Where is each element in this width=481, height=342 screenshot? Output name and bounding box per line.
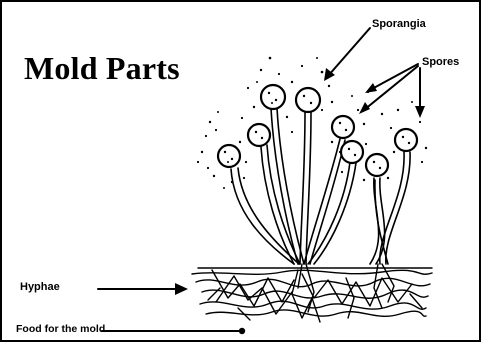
food-marker [239,328,245,334]
label-spores: Spores [422,56,459,68]
hyphae-network [192,264,432,322]
label-sporangia: Sporangia [372,18,426,30]
sporangia-arrow [328,28,370,76]
sporangia-heads [218,85,417,176]
diagram-title: Mold Parts [24,50,180,87]
label-food: Food for the mold [16,323,105,335]
label-hyphae: Hyphae [20,281,60,293]
